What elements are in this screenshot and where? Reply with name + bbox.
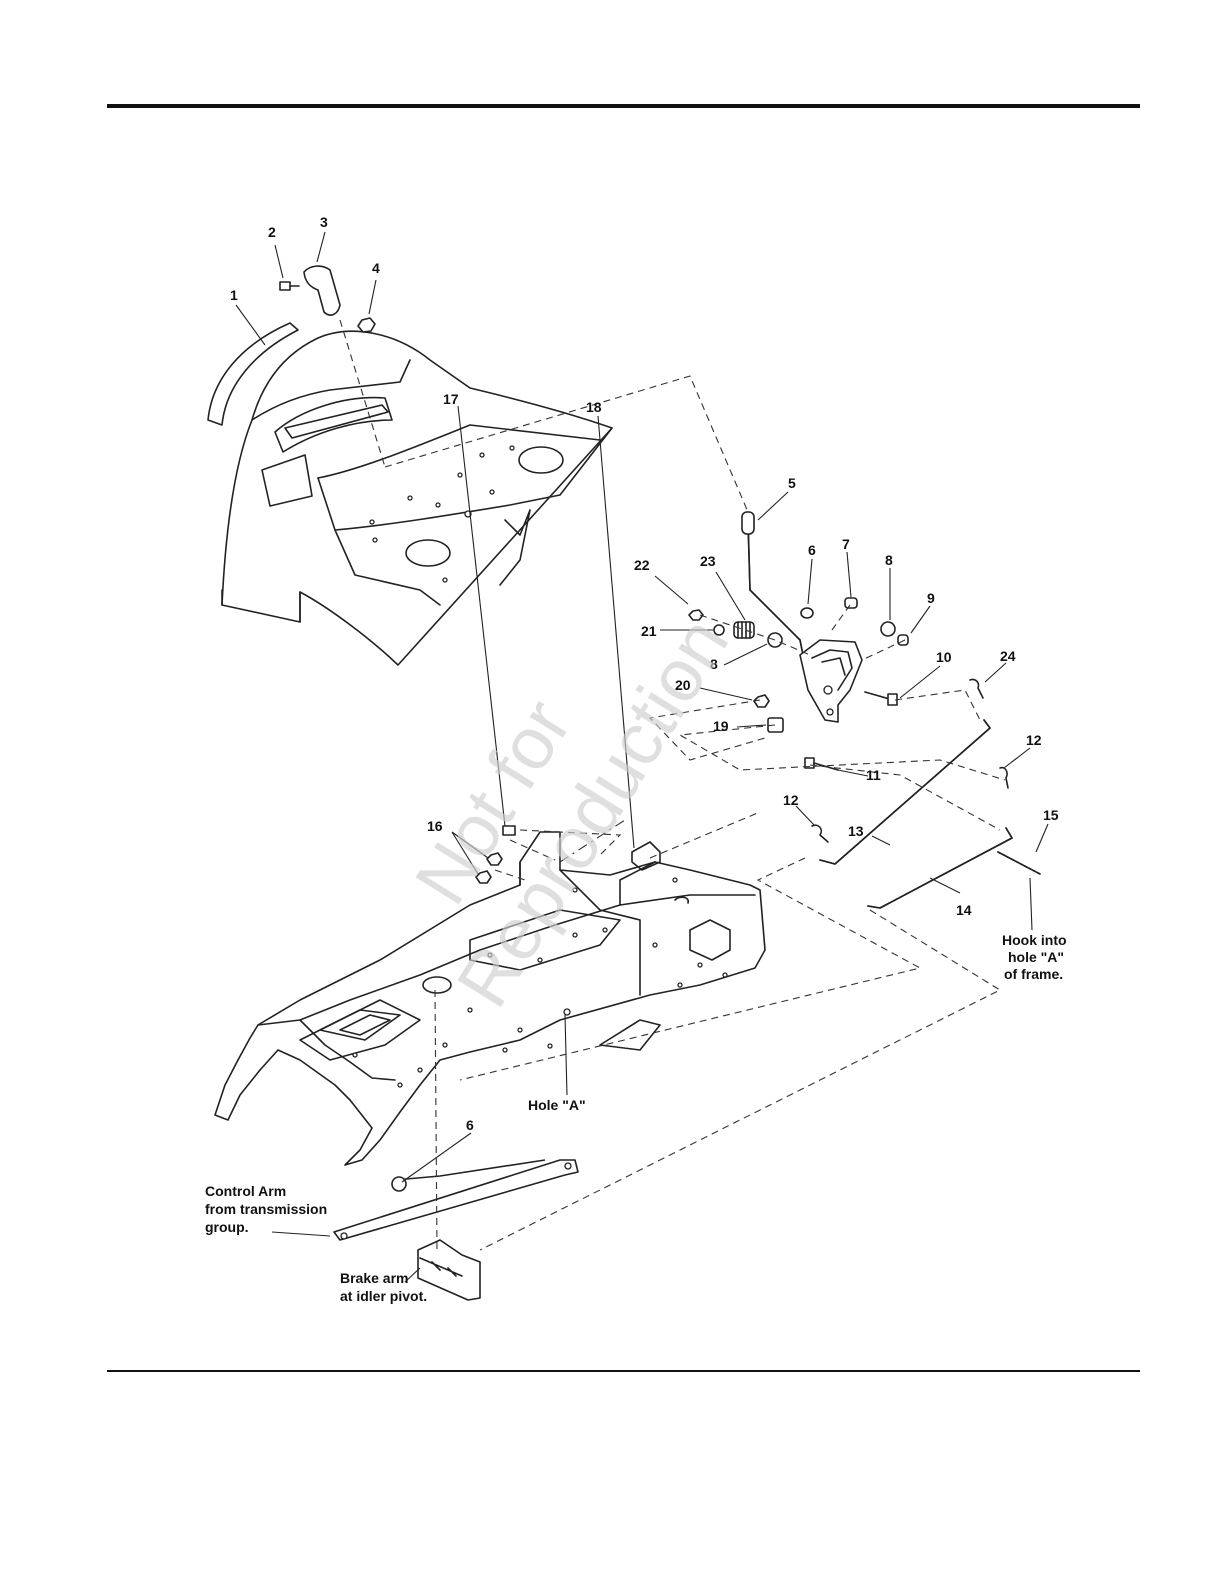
fender-panel bbox=[222, 331, 612, 665]
watermark: Not for Reproduction bbox=[364, 556, 744, 1021]
note-brake-arm-line-2: at idler pivot. bbox=[340, 1288, 427, 1304]
note-control-arm-line-3: group. bbox=[205, 1219, 249, 1235]
control-arm bbox=[334, 1160, 578, 1240]
bolt-part-10 bbox=[865, 692, 897, 705]
handle-grip bbox=[304, 266, 340, 315]
callout-3: 3 bbox=[320, 214, 328, 230]
callout-5: 5 bbox=[788, 475, 796, 491]
bushing-part-7 bbox=[845, 598, 857, 608]
callout-7: 7 bbox=[842, 536, 850, 552]
callout-11: 11 bbox=[866, 767, 881, 783]
nut-part-4 bbox=[358, 318, 375, 332]
callout-6-bottom: 6 bbox=[466, 1117, 474, 1133]
bolt-part-11 bbox=[805, 758, 838, 770]
lever-bracket bbox=[800, 640, 862, 722]
alignment-lines bbox=[340, 320, 1005, 1250]
washer-part-8-left bbox=[768, 633, 782, 647]
callout-12-left: 12 bbox=[783, 792, 799, 808]
callout-8: 8 bbox=[885, 552, 893, 568]
callout-4: 4 bbox=[372, 260, 380, 276]
link-rod-14 bbox=[868, 828, 1012, 908]
note-hook-line-2: hole "A" bbox=[1008, 949, 1064, 965]
callout-15: 15 bbox=[1043, 807, 1059, 823]
callout-6: 6 bbox=[808, 542, 816, 558]
note-hook-line-1: Hook into bbox=[1002, 932, 1067, 948]
brake-arm-bracket bbox=[418, 1240, 480, 1300]
callout-22: 22 bbox=[634, 557, 650, 573]
diagram-notes: Hook into hole "A" of frame. Hole "A" Co… bbox=[205, 932, 1067, 1304]
cotter-pin-12-right bbox=[1000, 768, 1008, 788]
callout-14: 14 bbox=[956, 902, 972, 918]
spring-part-15 bbox=[998, 852, 1040, 874]
callout-12-right: 12 bbox=[1026, 732, 1042, 748]
note-hook-line-3: of frame. bbox=[1004, 966, 1063, 982]
callout-23: 23 bbox=[700, 553, 716, 569]
callout-10: 10 bbox=[936, 649, 952, 665]
washer-part-6 bbox=[801, 608, 813, 618]
screw-part-2 bbox=[280, 282, 299, 290]
cotter-pin-12-left bbox=[812, 825, 828, 842]
callout-13: 13 bbox=[848, 823, 864, 839]
callout-17: 17 bbox=[443, 391, 459, 407]
lever-rod bbox=[742, 512, 810, 690]
note-hole-a: Hole "A" bbox=[528, 1097, 586, 1113]
callout-2: 2 bbox=[268, 224, 276, 240]
note-control-arm-line-1: Control Arm bbox=[205, 1183, 286, 1199]
note-control-arm-line-2: from transmission bbox=[205, 1201, 327, 1217]
callout-9: 9 bbox=[927, 590, 935, 606]
callout-18: 18 bbox=[586, 399, 602, 415]
trim-strip bbox=[208, 323, 298, 425]
note-brake-arm-line-1: Brake arm bbox=[340, 1270, 409, 1286]
callout-24: 24 bbox=[1000, 648, 1016, 664]
washer-part-8 bbox=[881, 622, 895, 636]
cotter-pin-24 bbox=[970, 679, 983, 698]
spring-part-23 bbox=[734, 622, 754, 638]
link-rod-13 bbox=[820, 720, 990, 864]
callout-19: 19 bbox=[713, 718, 729, 734]
callout-1: 1 bbox=[230, 287, 238, 303]
bushing-part-9 bbox=[898, 635, 908, 645]
